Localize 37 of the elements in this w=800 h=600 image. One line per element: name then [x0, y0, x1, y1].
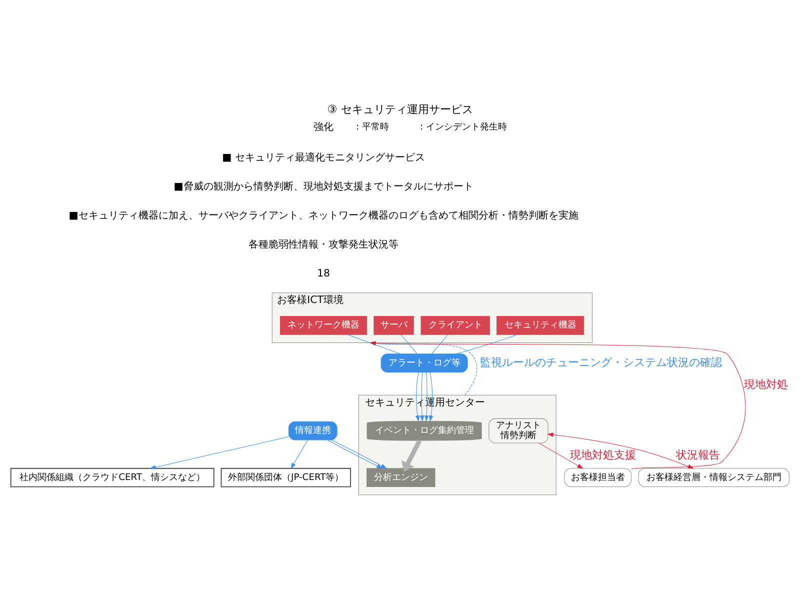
label: ■脅威の観測から情勢判断、現地対処支援までトータルにサポート: [174, 181, 474, 192]
node-box: お客様担当者: [564, 468, 632, 486]
connector: [400, 334, 418, 354]
edge-label: 状況報告: [676, 448, 720, 462]
label: 18: [317, 268, 330, 280]
node-box: ネットワーク機器: [280, 316, 368, 334]
arrow: [424, 372, 429, 422]
node-box: アナリスト 情勢判断: [488, 418, 548, 443]
arrow: [150, 436, 289, 469]
node-box: アラート・ログ等: [380, 353, 468, 372]
connector: [432, 334, 448, 354]
edge-label: 監視ルールのチューニング・システム状況の確認: [480, 355, 722, 368]
node-box: お客様経営層・情報システム部門: [638, 468, 790, 486]
legend-label: ：平常時: [352, 122, 389, 132]
connector: [347, 334, 401, 354]
arrow: [547, 432, 694, 468]
legend-label: ：インシデント発生時: [416, 122, 507, 132]
connector: [456, 334, 518, 354]
label: 各種脆弱性情報・攻撃発生状況等: [248, 239, 399, 250]
label: ■ セキュリティ最適化モニタリングサービス: [222, 152, 425, 164]
arrow: [290, 439, 308, 468]
arrow: [538, 442, 584, 468]
node-box: 外部関係団体（JP-CERT等）: [220, 467, 352, 487]
diagram-title: ③ セキュリティ運用サービス: [327, 102, 473, 116]
arrow: [401, 439, 422, 472]
edge-label: 現地対処: [744, 377, 788, 390]
label: ■セキュリティ機器に加え、サーバやクライアント、ネットワーク機器のログも含めて相関分析・情勢判断を実施: [68, 210, 578, 222]
node-box: クライアント: [420, 316, 490, 334]
arrow: [420, 372, 424, 422]
node-box: セキュリティ機器: [496, 316, 584, 334]
edge-label: 現地対処支援: [570, 448, 636, 462]
label: 強化: [314, 122, 334, 133]
arrow: [415, 372, 420, 422]
node-box: 情報連携: [288, 420, 338, 440]
node-box: 社内関係組織（クラウドCERT、情シスなど）: [10, 467, 214, 487]
node-box: サーバ: [374, 316, 414, 334]
node-box: 分析エンジン: [366, 468, 436, 486]
